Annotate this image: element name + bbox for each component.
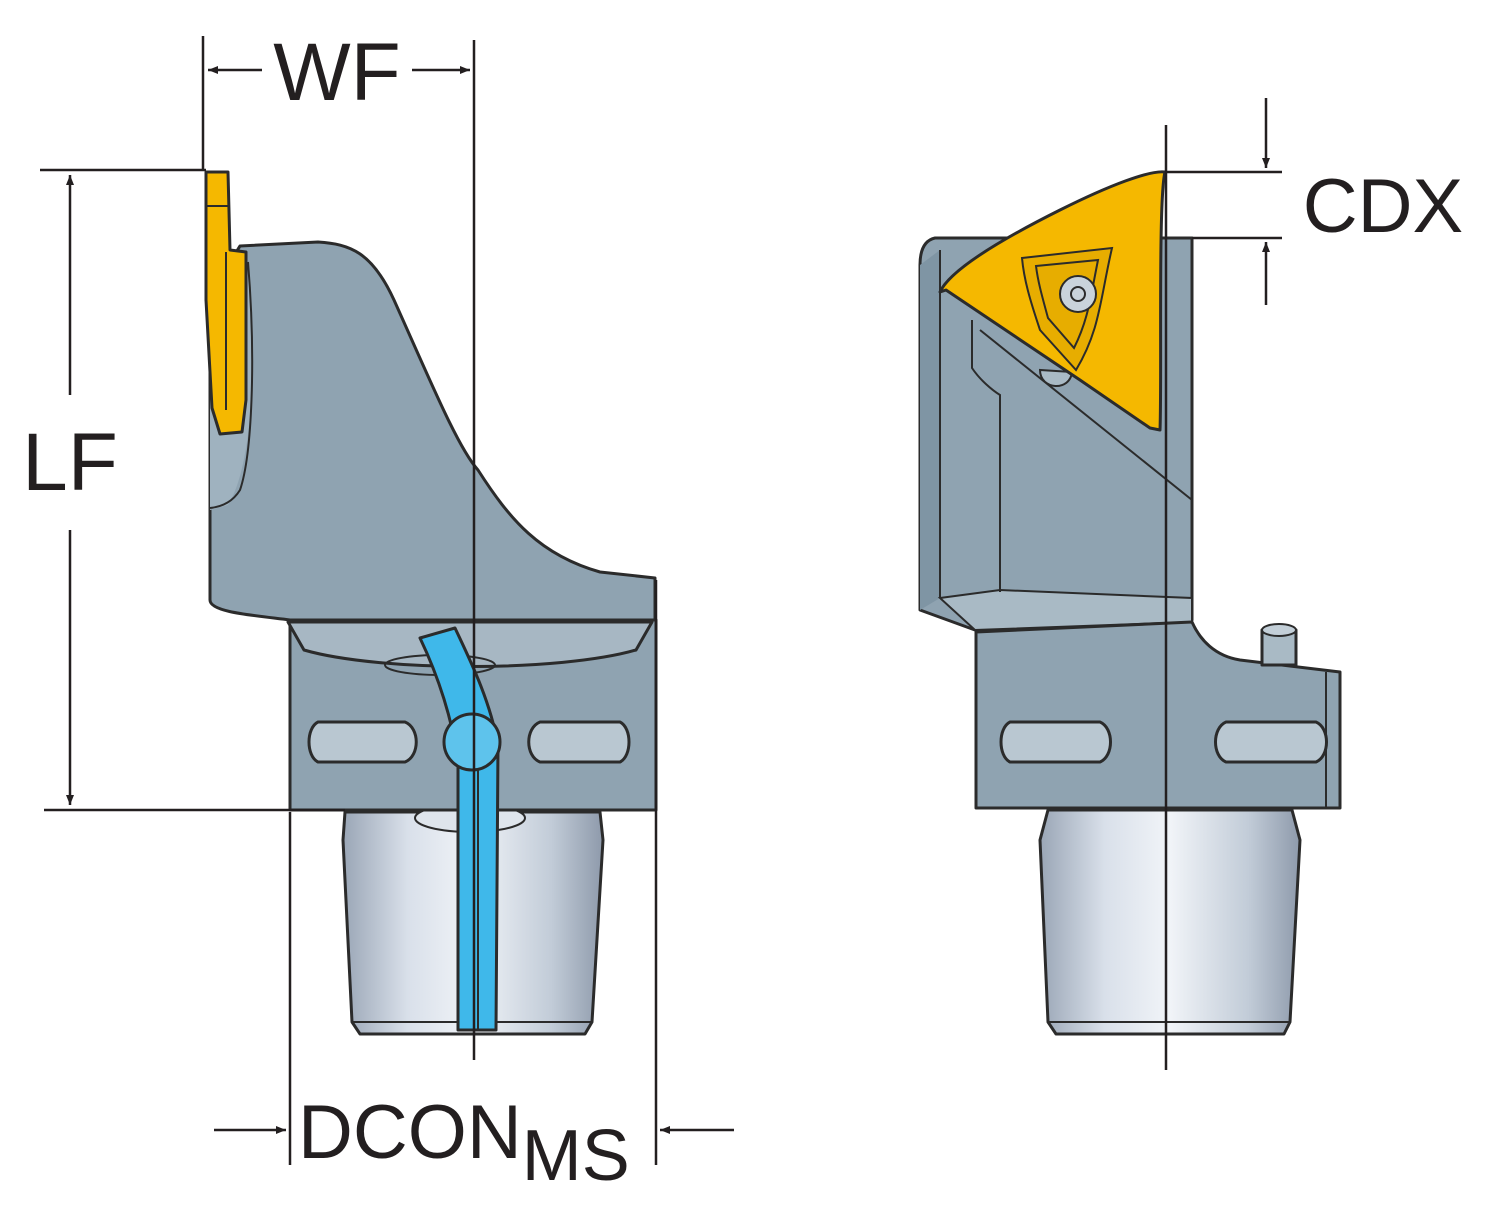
coolant-port [442, 712, 502, 772]
left-flange [286, 620, 654, 668]
dimension-wf: WF [201, 27, 470, 170]
front-view [918, 125, 1342, 1070]
dcon-main: DCON [298, 1090, 522, 1175]
insert-screw [1059, 275, 1097, 313]
right-slot-right [1214, 720, 1328, 764]
side-view [204, 40, 658, 1060]
wf-label: WF [273, 27, 400, 118]
right-slot-left [999, 720, 1112, 764]
dimension-lf: LF [22, 168, 345, 812]
dimension-cdx: CDX [1166, 98, 1463, 305]
left-slot-right [527, 720, 631, 764]
dimension-dcon: DCONMS [214, 580, 734, 1196]
left-head-body [208, 240, 657, 622]
right-shank [1038, 808, 1302, 1036]
cdx-label: CDX [1303, 164, 1463, 249]
left-slot-left [307, 720, 418, 764]
dcon-subscript: MS [522, 1116, 630, 1196]
lf-label: LF [22, 417, 118, 508]
dcon-label: DCONMS [298, 1090, 630, 1196]
